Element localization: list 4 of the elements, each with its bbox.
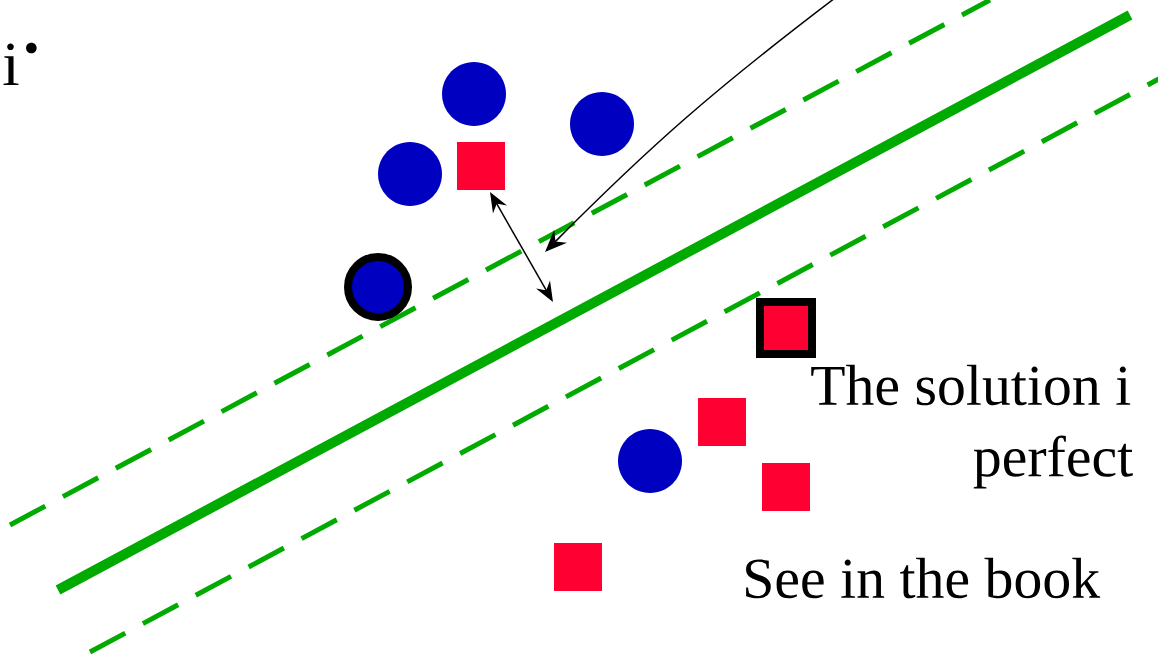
text-label: See in the book bbox=[746, 557, 1101, 599]
text-label: The solution i bbox=[811, 364, 1131, 406]
text-label: perfect bbox=[973, 435, 1133, 489]
text-label: $_{i}$. bbox=[3, 42, 37, 85]
